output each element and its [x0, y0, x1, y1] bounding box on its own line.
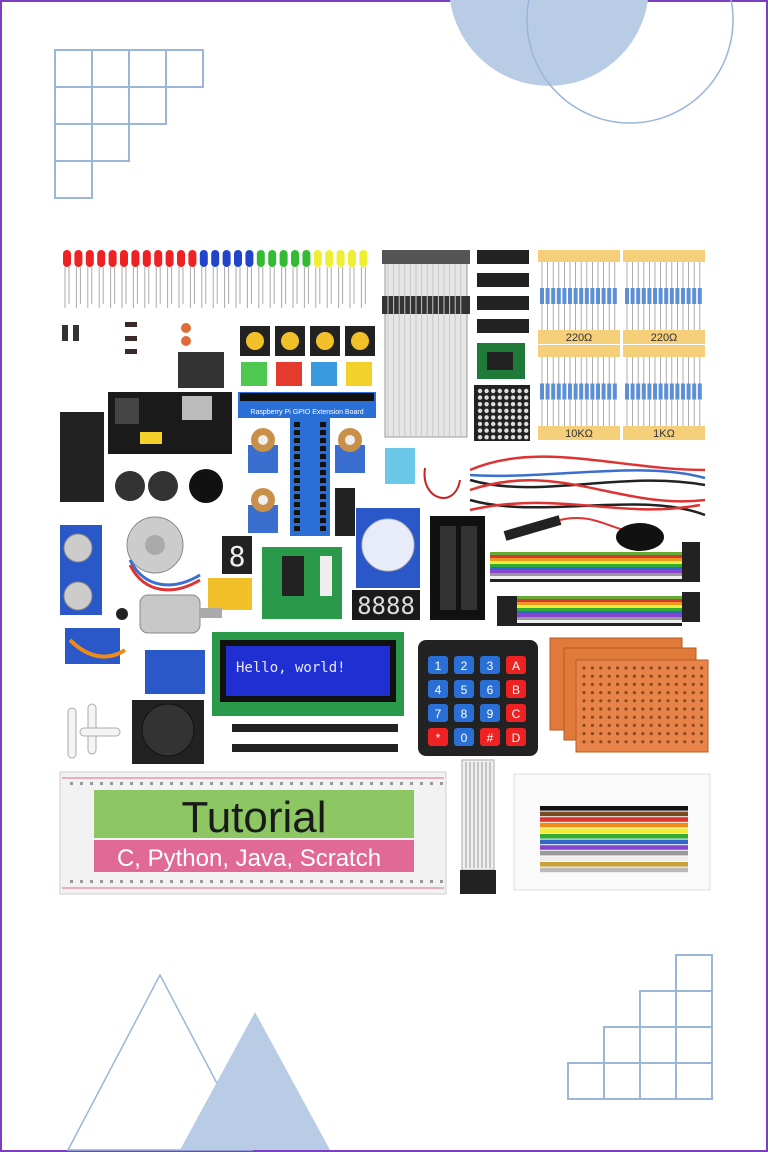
ribbon-cable-icon: [382, 250, 470, 438]
four-digit-display: [352, 590, 420, 620]
svg-text:6: 6: [487, 683, 494, 697]
triangle-outline-decor: [66, 973, 254, 1151]
stepper-motor-icon: [126, 516, 201, 592]
potentiometers-icon: [248, 428, 365, 533]
membrane-cable-icon: [460, 759, 496, 894]
servo-motor-icon: [65, 628, 127, 664]
svg-text:B: B: [512, 683, 520, 697]
dht-sensor-icon: [385, 448, 415, 484]
joystick-icon: [132, 700, 204, 764]
grid-decor-bottom-right: [567, 954, 713, 1100]
pin-header-icon: [232, 724, 398, 732]
relay-icon: [208, 578, 252, 610]
gpio-extension-board-icon: [238, 392, 376, 536]
resistor-label-4: 1KΩ: [653, 428, 675, 440]
svg-text:9: 9: [487, 707, 494, 721]
svg-text:2: 2: [461, 659, 468, 673]
bar-graph-icon: [335, 488, 355, 536]
resistor-label-1: 220Ω: [566, 332, 593, 344]
breadboard-icon: [59, 771, 447, 895]
power-module-icon: [108, 392, 232, 503]
single-digit-text: 8: [229, 540, 246, 573]
breadboard-subtitle: C, Python, Java, Scratch: [117, 845, 381, 872]
svg-text:0: 0: [461, 731, 468, 745]
resistor-label-3: 10KΩ: [565, 428, 593, 440]
pir-sensor-icon: [356, 508, 420, 588]
ic-chips-icon: [474, 250, 530, 441]
jumper-wires-icon: [469, 455, 706, 517]
servo-horns-icon: [67, 703, 121, 759]
lcd-text: Hello, world!: [236, 660, 346, 676]
four-digit-text: 8888: [357, 592, 415, 620]
keypad-icon: 1 2 3 A 4 5 6 B 7 8 9 C * 0 # D: [418, 640, 538, 756]
prototype-boards-icon: [549, 637, 709, 753]
dc-motor-icon: [116, 594, 222, 634]
grid-decor-top-left: [54, 49, 204, 199]
circle-outline-decor: [526, 0, 734, 124]
battery-holder-icon: [430, 516, 485, 620]
color-code-card-icon: [513, 773, 711, 891]
gpio-board-label: Raspberry Pi GPIO Extension Board: [250, 409, 363, 416]
dc-jack-icon: [503, 515, 664, 551]
svg-text:8: 8: [461, 707, 468, 721]
breadboard-title: Tutorial: [181, 793, 326, 842]
svg-text:D: D: [512, 731, 521, 745]
lcd-module-icon: [212, 632, 404, 716]
half-circle-decor: [450, 0, 648, 86]
svg-text:3: 3: [487, 659, 494, 673]
svg-text:A: A: [512, 659, 520, 673]
triangle-fill-decor: [180, 1012, 330, 1150]
resistor-label-2: 220Ω: [651, 332, 678, 344]
gyro-module-icon: [145, 650, 205, 694]
svg-text:1: 1: [435, 659, 442, 673]
battery-clip-wire: [423, 467, 461, 499]
svg-text:*: *: [436, 731, 441, 745]
ultrasonic-sensor-icon: [60, 525, 102, 615]
led-strip-icon: [63, 250, 368, 308]
small-components-icon: [60, 322, 224, 502]
driver-board-icon: [262, 547, 342, 619]
rainbow-cables-icon: [490, 542, 700, 626]
resistor-packs-icon: [538, 250, 705, 440]
svg-text:C: C: [512, 707, 521, 721]
push-buttons-icon: [240, 326, 375, 386]
single-digit-display: [222, 536, 252, 574]
svg-text:#: #: [487, 731, 494, 745]
svg-text:4: 4: [435, 683, 442, 697]
svg-text:7: 7: [435, 707, 442, 721]
svg-text:5: 5: [461, 683, 468, 697]
